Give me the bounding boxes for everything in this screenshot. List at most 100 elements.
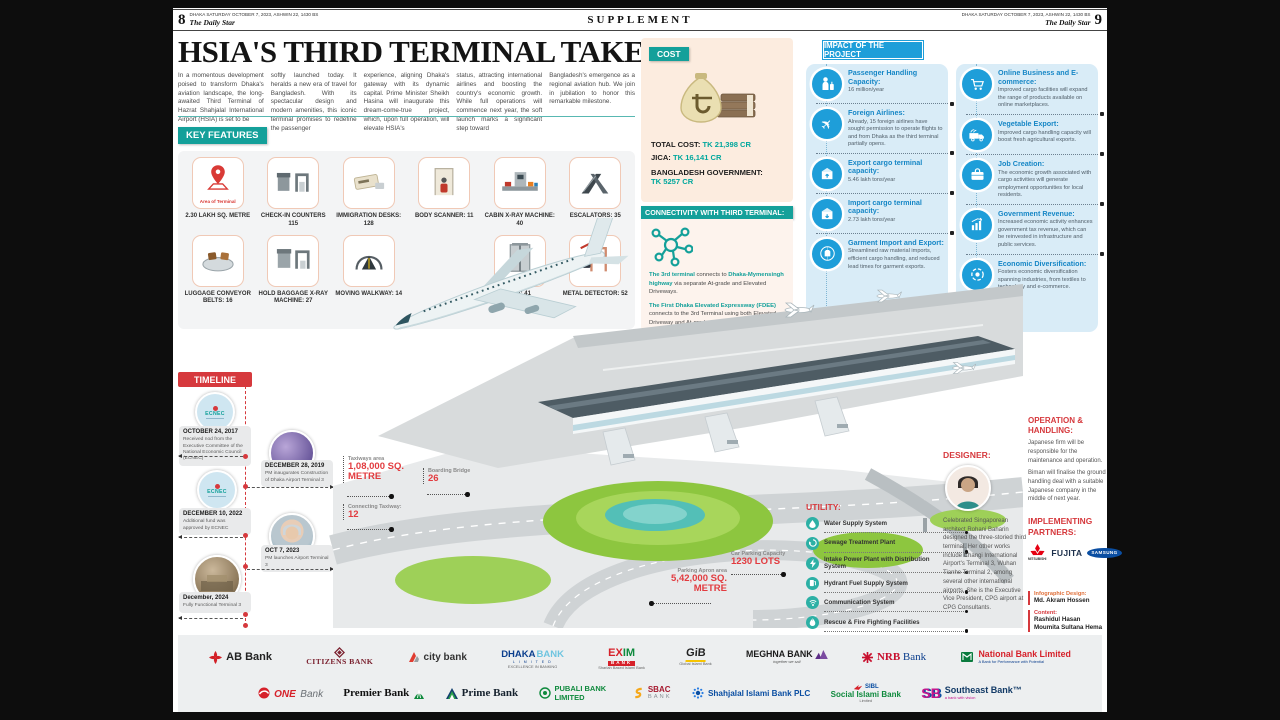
city-bank-icon [408, 652, 419, 662]
bank-logo-ab-bank: AB Bank [209, 650, 272, 664]
connectivity-p3: Terminal 3 links to MRT line-I through a… [649, 333, 758, 348]
feature-hold-baggage-xray: HOLD BAGGAGE X-RAY MACHINE: 27 [256, 234, 332, 307]
impact-item: ✈ Foreign Airlines:Already, 15 foreign a… [806, 104, 948, 151]
intro-col-4: status, attracting international airline… [456, 72, 543, 132]
bank-logo-pubali: PUBALI BANK LIMITED [538, 684, 613, 702]
timeline-node [243, 532, 248, 538]
ab-bank-icon [209, 650, 223, 664]
diversification-icon [962, 259, 992, 290]
shahjalal-bank-icon [692, 687, 704, 699]
timeline-connector [178, 454, 243, 458]
bank-logo-meghna: MEGHNA BANK together we sail [746, 650, 828, 663]
bank-logo-gib: GiB Global Islami Bank [679, 647, 712, 666]
vegetable-truck-icon [962, 119, 992, 150]
feature-moving-walkway: MOVING WALKWAY: 14 [331, 234, 407, 307]
bank-logo-exim: EXIM BANK Shariah Based Islami Bank [598, 647, 645, 670]
partners-header: IMPLEMENTING PARTNERS: [1028, 516, 1093, 537]
impact-item: Job Creation:The economic growth associa… [956, 155, 1098, 202]
export-cargo-icon [812, 158, 842, 189]
sbac-bank-icon [635, 687, 642, 699]
bank-logo-premier: Premier Bank [343, 687, 425, 699]
dotted-line [824, 530, 968, 534]
lift-icon [505, 241, 535, 280]
masthead-right: DHAKA SATURDAY OCTOBER 7, 2023, ASHWIN 2… [962, 12, 1102, 29]
airplane-icon: ✈ [812, 109, 842, 139]
total-cost-value: TK 21,398 CR [702, 140, 752, 149]
timeline-node [243, 453, 248, 459]
impact-item: Economic Diversification:Fosters economi… [956, 255, 1098, 294]
key-features-panel: Area of Terminal 2.30 LAKH SQ. METRE CHE… [178, 151, 635, 329]
timeline-event-3: DECEMBER 10, 2022 Additional fund was ap… [179, 508, 251, 535]
ecommerce-cart-icon [962, 69, 992, 99]
design-credit: Infographic Design: Md. Akram Hossen [1028, 591, 1108, 606]
money-bag-icon [669, 66, 765, 137]
operation-section: OPERATION & HANDLING: Japanese firm will… [1028, 416, 1108, 504]
bank-logo-city-bank: city bank [408, 651, 467, 663]
partners-section: IMPLEMENTING PARTNERS: MITSUBISHI FUJITA… [1028, 516, 1122, 561]
dotted-line [824, 590, 968, 594]
content-credit: Content: Rashidul Hasan Moumita Sultana … [1028, 610, 1108, 633]
intro-col-3: experience, aligning Dhaka's gateway wit… [363, 72, 450, 132]
operation-p1: Japanese firm will be responsible for th… [1028, 440, 1103, 464]
dotted-line [824, 629, 968, 633]
moving-walkway-icon [351, 242, 387, 279]
utility-section: UTILITY: Water Supply System Sewage Trea… [806, 502, 968, 635]
timeline-node [243, 611, 248, 617]
masthead-left: 8 DHAKA SATURDAY OCTOBER 7, 2023, ASHWIN… [178, 12, 318, 29]
feature-checkin-counters: CHECK-IN COUNTERS 115 [256, 157, 332, 229]
connectivity-p2: The First Dhaka Elevated Expressway (FDE… [649, 302, 777, 326]
impact-item: Import cargo terminal capacity:2.73 lakh… [806, 194, 948, 231]
fuel-pump-icon [806, 576, 819, 590]
leader-line [347, 529, 391, 530]
designer-header: DESIGNER: [943, 450, 991, 460]
key-features-header: KEY FEATURES [178, 127, 267, 144]
date-line-left: DHAKA SATURDAY OCTOBER 7, 2023, ASHWIN 2… [189, 12, 319, 17]
taxiways-callout: Taxiways area 1,08,000 SQ. METRE [343, 456, 424, 483]
premier-bank-icon [414, 689, 425, 699]
revenue-chart-icon [962, 209, 992, 240]
feature-immigration-desks: IMMIGRATION DESKS: 128 [331, 157, 407, 229]
boarding-bridge-callout: Boarding Bridge 26 [423, 468, 484, 485]
national-bank-icon [961, 651, 974, 662]
feature-escalators: ESCALATORS: 35 [558, 157, 634, 229]
feature-luggage-belts: LUGGAGE CONVEYOR BELTS: 16 [180, 234, 256, 307]
dotted-line [824, 570, 968, 575]
timeline-event-5: December, 2024 Fully Functional Terminal… [179, 592, 251, 613]
luggage-carousel-icon [199, 242, 237, 279]
passenger-icon [812, 69, 842, 99]
bank-logo-shahjalal: Shahjalal Islami Bank PLC [692, 687, 810, 699]
dotted-line [824, 609, 968, 614]
bank-logo-sibl: SIBL Social Islami Bank Limited [830, 683, 901, 704]
leader-line [427, 494, 467, 495]
leader-dot [649, 601, 654, 606]
credits-section: Infographic Design: Md. Akram Hossen Con… [1028, 591, 1108, 637]
connecting-taxiway-callout: Connecting Taxiway: 12 [343, 504, 424, 521]
cost-figures: TOTAL COST: TK 21,398 CR JICA: TK 16,141… [651, 138, 787, 187]
paper-name-left: The Daily Star [189, 17, 235, 27]
ecnec-badge: ECNEC [195, 392, 235, 432]
govt-label: BANGLADESH GOVERNMENT: [651, 167, 763, 177]
leader-dot [389, 527, 394, 532]
feature-label: 2.30 LAKH SQ. METRE [185, 213, 251, 219]
designer-photo [945, 465, 991, 511]
leader-line [347, 496, 391, 497]
feature-metal-detector: METAL DETECTOR: 52 [558, 234, 634, 307]
parking-apron-callout: Parking Apron area 5,42,000 SQ. METRE [671, 568, 727, 595]
bank-logo-prime: Prime Bank [445, 687, 518, 699]
page-number-left: 8 [178, 12, 186, 28]
citizens-bank-icon [334, 647, 346, 659]
mitsubishi-logo: MITSUBISHI [1028, 544, 1046, 561]
dotted-separator [816, 231, 954, 236]
one-bank-icon [258, 687, 270, 699]
intro-col-5: Bangladesh's emergence as a regional avi… [549, 72, 635, 106]
utility-item: Water Supply System [806, 517, 964, 530]
immigration-desk-icon [350, 165, 388, 202]
bank-logo-nrb: NRB Bank [861, 651, 926, 663]
timeline-event-1: OCTOBER 24, 2017 Received nod from the E… [179, 426, 251, 466]
signal-icon [806, 596, 819, 610]
prime-bank-icon [445, 687, 458, 699]
govt-value: TK 5257 CR [651, 177, 694, 187]
feature-caption: Area of Terminal [199, 198, 236, 204]
impact-connector-right [976, 64, 977, 332]
